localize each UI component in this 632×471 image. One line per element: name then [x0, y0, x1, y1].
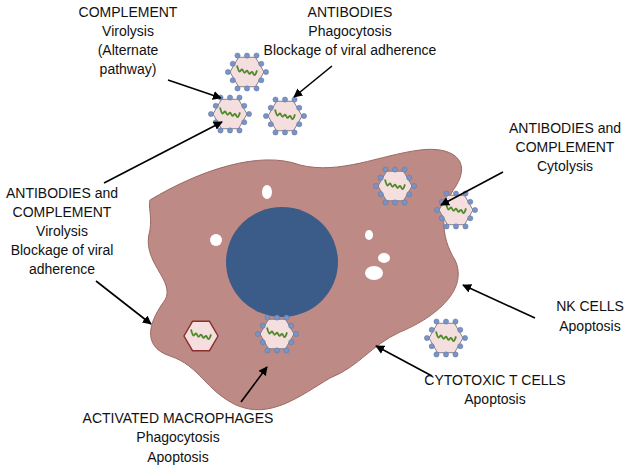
label-text: Blockage of viral adherence: [3, 241, 121, 279]
vacuole: [378, 253, 390, 263]
virus-particle: [373, 167, 416, 205]
label-text: Virolysis: [3, 222, 121, 241]
label-text: CYTOTOXIC T CELLS: [415, 371, 575, 390]
virus-particle: [184, 321, 218, 350]
pointer-arrow: [441, 172, 503, 205]
pointer-arrow: [96, 281, 151, 324]
virus-particle: [255, 315, 298, 353]
label-text: Apoptosis: [415, 390, 575, 409]
virus-particle: [263, 97, 306, 135]
virus-particle: [424, 319, 467, 357]
vacuole: [262, 185, 272, 199]
pointer-arrow: [168, 80, 221, 98]
label-text: Virolysis (Alternate pathway): [87, 22, 169, 79]
vacuole: [365, 230, 373, 240]
pointer-arrow: [241, 367, 267, 402]
label-text: NK CELLS: [553, 297, 627, 316]
pointer-arrow: [376, 346, 432, 376]
nucleus: [226, 207, 338, 317]
label-text: ANTIBODIES and COMPLEMENT: [3, 184, 121, 222]
label-text: ACTIVATED MACROPHAGES: [68, 409, 288, 428]
label-text: Apoptosis: [68, 448, 288, 467]
vacuole: [365, 266, 383, 280]
label-text: ANTIBODIES: [285, 3, 415, 22]
virus-particle: [225, 53, 268, 91]
label-text: ANTIBODIES and COMPLEMENT: [503, 119, 627, 157]
label-text: Apoptosis: [553, 317, 627, 336]
label-text: COMPLEMENT: [63, 3, 193, 22]
label-text: Blockage of viral adherence: [250, 41, 450, 60]
host-cell: [148, 149, 461, 409]
pointer-arrow: [463, 285, 535, 318]
pointer-arrow: [294, 66, 332, 97]
pointer-arrow: [104, 122, 222, 183]
label-text: Phagocytosis: [68, 428, 288, 447]
label-text: Phagocytosis: [285, 22, 415, 41]
label-text: Cytolysis: [503, 157, 627, 176]
virus-particle: [208, 95, 251, 133]
vacuole: [210, 234, 222, 246]
